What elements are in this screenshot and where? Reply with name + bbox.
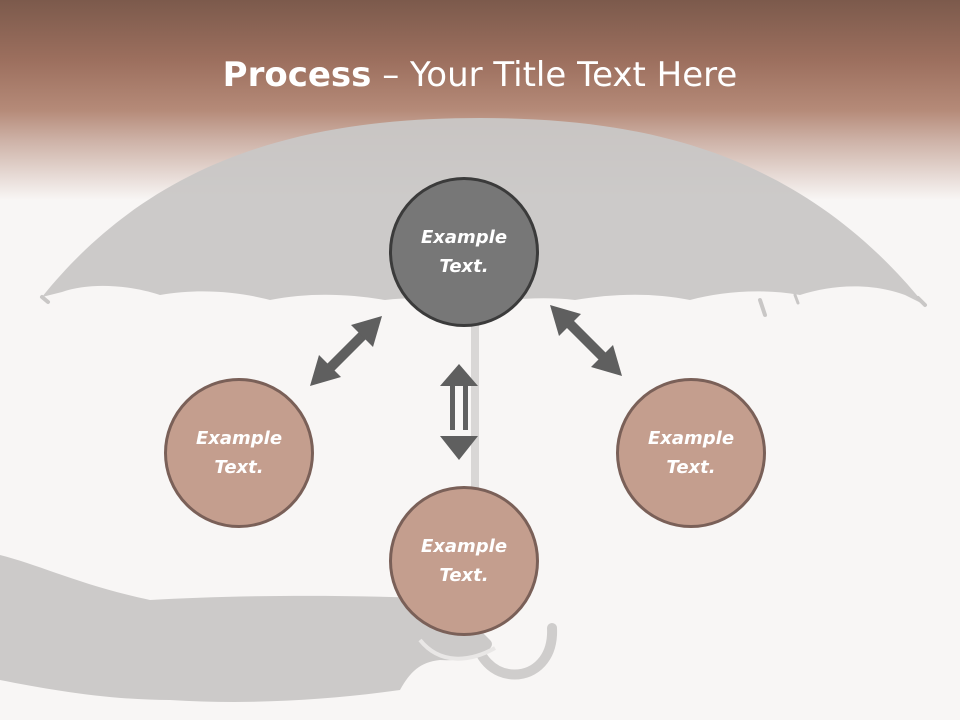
title-dash: – — [371, 55, 411, 95]
title-rest: Your Title Text Here — [410, 55, 738, 95]
left-node-text: Example Text. — [195, 428, 283, 478]
arrow-center-left — [310, 316, 382, 386]
arrow-center-bottom — [440, 364, 478, 460]
bottom-node: Example Text. — [389, 486, 539, 636]
title-bold: Process — [222, 55, 372, 95]
left-node: Example Text. — [164, 378, 314, 528]
right-node-text: Example Text. — [647, 428, 735, 478]
right-node: Example Text. — [616, 378, 766, 528]
bottom-node-text: Example Text. — [420, 536, 508, 586]
hand-icon — [0, 555, 496, 702]
slide-title: Process – Your Title Text Here — [0, 52, 960, 98]
arrow-center-right — [550, 305, 622, 376]
center-node-text: Example Text. — [420, 227, 508, 277]
center-node: Example Text. — [389, 177, 539, 327]
double-arrow-icon — [310, 305, 622, 460]
